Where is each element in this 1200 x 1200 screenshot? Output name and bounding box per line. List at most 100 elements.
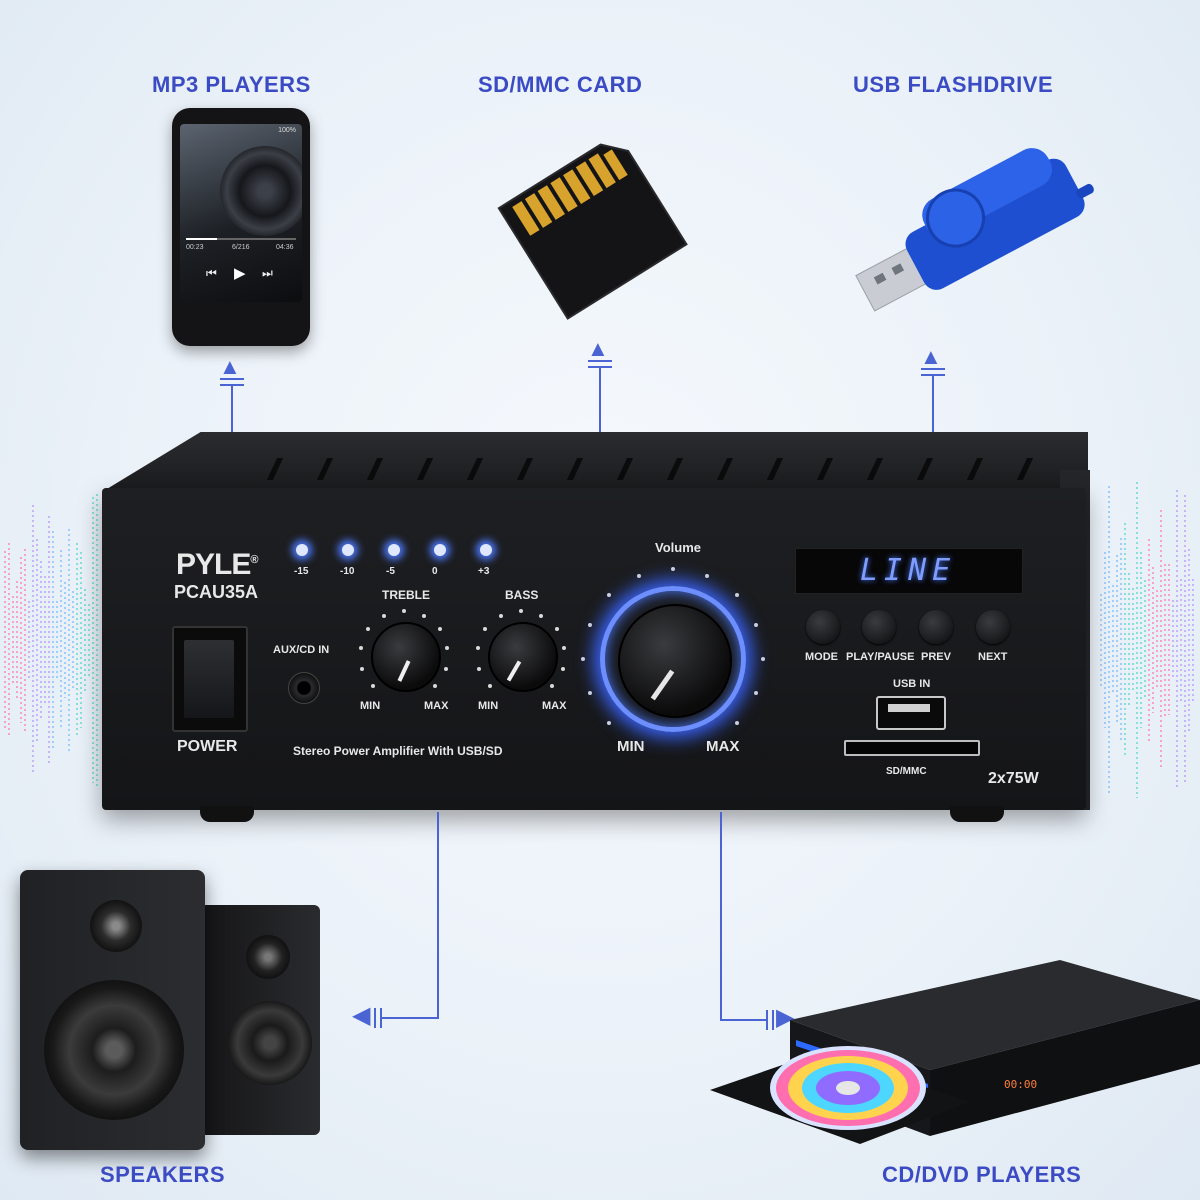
scale-dot — [360, 666, 365, 671]
scale-dot — [754, 622, 759, 627]
scale-dot — [560, 666, 565, 671]
dvd-player-image — [710, 960, 1200, 1144]
scale-dot — [477, 666, 482, 671]
power-rocker[interactable] — [184, 640, 234, 718]
speaker-wire-horizontal — [382, 1017, 439, 1019]
next-label: NEXT — [978, 651, 1008, 663]
equalizer-bar — [20, 556, 22, 724]
equalizer-bar — [52, 531, 54, 749]
equalizer-bar — [1132, 587, 1134, 693]
scale-dot — [421, 613, 426, 618]
play-pause-button[interactable] — [862, 610, 896, 644]
prev-button[interactable] — [919, 610, 953, 644]
usb-flashdrive-label: USB FLASHDRIVE — [853, 72, 1054, 97]
equalizer-bar — [24, 549, 26, 731]
scale-dot — [671, 567, 675, 571]
product-description: Stereo Power Amplifier With USB/SD — [293, 744, 503, 758]
sd-arrow-line2 — [588, 366, 612, 368]
amplifier-top — [102, 432, 1088, 492]
scale-dot — [554, 627, 559, 632]
sd-card-slot[interactable] — [844, 740, 980, 756]
front-tweeter-icon — [90, 900, 142, 952]
next-button[interactable] — [976, 610, 1010, 644]
scale-dot — [445, 646, 450, 651]
speaker-arrow-bar1 — [374, 1008, 376, 1028]
sd-mmc-label: SD/MMC — [886, 766, 927, 777]
sd-arrow-line1 — [588, 360, 612, 362]
treble-knob[interactable] — [371, 622, 441, 692]
speaker-rear — [200, 905, 320, 1135]
rear-woofer — [228, 1001, 312, 1085]
eq-led — [434, 544, 446, 556]
mp3-players-label: MP3 PLAYERS — [152, 72, 311, 97]
bass-min-label: MIN — [478, 700, 499, 712]
bass-knob[interactable] — [488, 622, 558, 692]
scale-dot — [587, 622, 592, 627]
scale-dot — [358, 646, 363, 651]
usb-port[interactable] — [876, 696, 946, 730]
mode-button[interactable] — [806, 610, 840, 644]
play-pause-label: PLAY/PAUSE — [846, 651, 915, 663]
scale-dot — [538, 613, 543, 618]
treble-min-label: MIN — [360, 700, 381, 712]
equalizer-bar — [1116, 555, 1118, 725]
eq-level-label: -10 — [340, 566, 355, 577]
equalizer-bar — [28, 600, 30, 680]
equalizer-bar — [1172, 599, 1174, 681]
treble-label: TREBLE — [382, 588, 430, 602]
equalizer-bar — [32, 504, 34, 776]
equalizer-bar — [16, 580, 18, 700]
usb-wire — [932, 376, 934, 460]
volume-knob-indicator — [650, 669, 675, 701]
mp3-wire — [231, 386, 233, 460]
power-switch[interactable] — [172, 626, 248, 732]
scale-dot — [587, 691, 592, 696]
volume-knob[interactable] — [618, 604, 732, 718]
lcd-display: LINE — [795, 548, 1023, 594]
eq-level-label: -5 — [386, 566, 395, 577]
equalizer-bar — [80, 551, 82, 729]
bass-knob-indicator — [506, 660, 522, 682]
usb-flashdrive-image — [855, 148, 1094, 312]
eq-led — [342, 544, 354, 556]
eq-led — [296, 544, 308, 556]
aux-in-label: AUX/CD IN — [273, 644, 330, 656]
equalizer-bar — [72, 591, 74, 689]
track-count: 6/216 — [232, 244, 250, 251]
amp-foot-right — [950, 806, 1004, 822]
equalizer-bar — [1152, 567, 1154, 713]
volume-max-label: MAX — [706, 738, 740, 755]
equalizer-bar — [64, 581, 66, 699]
mode-label: MODE — [805, 651, 838, 663]
cd-arrow-right-icon: ▶ — [776, 1004, 795, 1031]
eq-level-label: -15 — [294, 566, 309, 577]
equalizer-bar — [68, 529, 70, 751]
battery-text: 100% — [278, 127, 296, 134]
aux-jack[interactable] — [288, 672, 320, 704]
treble-knob-indicator — [397, 660, 411, 682]
scale-dot — [382, 613, 387, 618]
scale-dot — [734, 593, 739, 598]
speakers-label: SPEAKERS — [100, 1162, 226, 1187]
eq-led — [480, 544, 492, 556]
equalizer-bar — [1168, 564, 1170, 716]
equalizer-bar — [1156, 590, 1158, 690]
wattage-label: 2x75W — [988, 770, 1039, 787]
equalizer-bar — [84, 588, 86, 692]
previous-icon: ⏮ — [206, 266, 217, 280]
bass-label: BASS — [505, 588, 539, 602]
usb-port-tongue — [888, 704, 930, 712]
scale-dot — [483, 627, 488, 632]
sd-card-label: SD/MMC CARD — [478, 72, 643, 97]
usb-arrow-line2 — [921, 374, 945, 376]
model-number: PCAU35A — [174, 582, 259, 602]
scale-dot — [607, 720, 612, 725]
scale-dot — [636, 573, 641, 578]
equalizer-bar — [1112, 585, 1114, 695]
bass-max-label: MAX — [542, 700, 567, 712]
equalizer-bar — [1184, 495, 1186, 785]
amplifier-front-panel — [102, 488, 1086, 810]
amp-foot-left — [200, 806, 254, 822]
equalizer-bar — [56, 600, 58, 680]
usb-in-label: USB IN — [893, 678, 931, 690]
